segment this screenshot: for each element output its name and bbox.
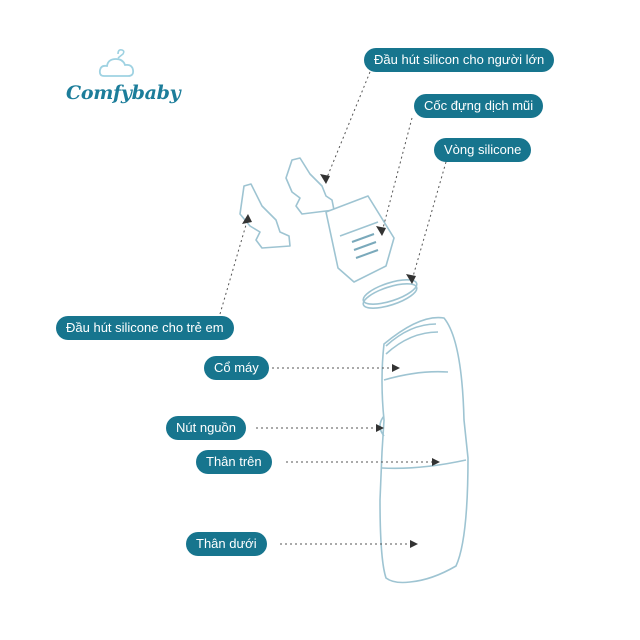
device-body [379,316,469,584]
cloud-hanger-icon [98,49,135,77]
leader-mucus-cup [381,117,413,233]
label-upper-body: Thân trên [196,450,272,474]
arrowhead [376,424,384,432]
brand-logo: Comfybaby [66,48,181,118]
label-lower-body: Thân dưới [186,532,267,556]
label-power-button: Nút nguồn [166,416,246,440]
leader-adult-tip [325,71,371,181]
arrowhead [376,226,386,236]
label-neck: Cổ máy [204,356,269,380]
leader-child-tip [219,217,249,315]
label-mucus-cup: Cốc đựng dịch mũi [414,94,544,118]
child-silicone-tip [239,183,291,249]
arrowhead [432,458,440,466]
arrowhead [406,274,416,284]
label-adult-tip: Đầu hút silicon cho người lớn [364,48,555,72]
label-child-tip: Đầu hút silicone cho trẻ em [56,316,234,340]
arrowhead [410,540,418,548]
adult-silicone-tip [285,157,335,215]
arrowhead [242,214,252,224]
leader-silicone-ring [411,161,447,281]
brand-name: Comfybaby [66,82,181,104]
arrowhead [392,364,400,372]
label-silicone-ring: Vòng silicone [434,138,532,162]
arrowhead [320,174,330,184]
